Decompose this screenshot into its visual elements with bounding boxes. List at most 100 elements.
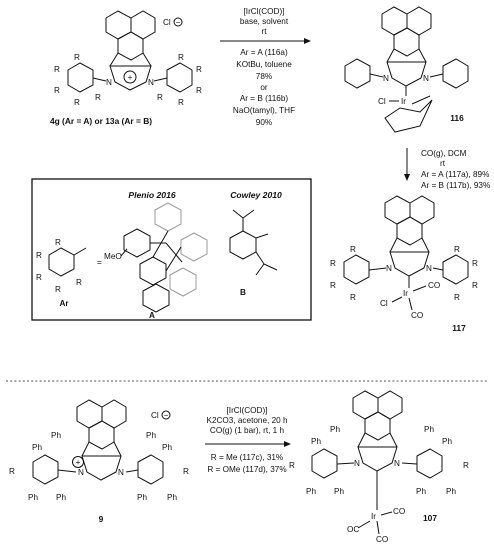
- svg-text:R = Me (117c), 31%: R = Me (117c), 31%: [211, 453, 283, 462]
- svg-text:Ph: Ph: [416, 487, 426, 496]
- svg-text:N: N: [148, 78, 154, 87]
- svg-text:Ph: Ph: [446, 487, 456, 496]
- svg-text:Ir: Ir: [401, 97, 406, 106]
- imidazolium-salt-9: + N N Ph Ph Ph Ph Ph Ph Ph Ph R R Cl − 9: [9, 399, 189, 524]
- svg-text:R: R: [330, 281, 336, 290]
- svg-text:N: N: [383, 74, 389, 83]
- svg-text:N: N: [394, 459, 400, 468]
- svg-text:Ph: Ph: [162, 443, 172, 452]
- iridium-complex-107: N N Ph Ph Ph Ph Ph Ph Ph Ph R R Ir CO CO…: [289, 390, 469, 544]
- svg-text:Ar = B (116b): Ar = B (116b): [240, 94, 289, 103]
- svg-text:R: R: [36, 273, 42, 282]
- svg-text:Ar = A (117a), 89%: Ar = A (117a), 89%: [421, 170, 489, 179]
- svg-text:rt: rt: [440, 159, 446, 168]
- svg-text:NaO(tamyl), THF: NaO(tamyl), THF: [233, 106, 295, 115]
- compound-label-4g: 4g (Ar = A) or 13a (Ar = B): [50, 116, 152, 126]
- compound-label-9: 9: [99, 514, 104, 524]
- svg-text:Ph: Ph: [424, 425, 434, 434]
- svg-text:rt: rt: [261, 27, 267, 36]
- svg-text:R: R: [183, 467, 189, 476]
- svg-text:Ph: Ph: [146, 431, 156, 440]
- svg-text:N: N: [386, 264, 392, 273]
- svg-text:Ph: Ph: [32, 443, 42, 452]
- svg-text:Plenio 2016: Plenio 2016: [128, 190, 176, 200]
- svg-text:Ph: Ph: [137, 493, 147, 502]
- imidazolium-salt-4g: + N N R R R R R R R R R R Cl − 4g (Ar = …: [50, 10, 202, 126]
- svg-text:N: N: [78, 468, 84, 477]
- svg-text:N: N: [423, 74, 429, 83]
- svg-text:R: R: [55, 285, 61, 294]
- svg-text:Ph: Ph: [306, 487, 316, 496]
- svg-text:R: R: [76, 278, 82, 287]
- svg-text:CO: CO: [428, 281, 440, 290]
- svg-text:A: A: [149, 311, 155, 320]
- svg-text:R: R: [74, 98, 80, 107]
- svg-text:Ph: Ph: [56, 493, 66, 502]
- svg-text:R: R: [289, 461, 295, 470]
- svg-text:R: R: [54, 65, 60, 74]
- svg-text:N: N: [106, 78, 112, 87]
- svg-text:Ar = A (116a): Ar = A (116a): [240, 48, 288, 57]
- step1-conditions: [IrCl(COD)] base, solvent rt Ar = A (116…: [220, 7, 311, 127]
- svg-text:R: R: [196, 86, 202, 95]
- svg-text:Cl: Cl: [378, 97, 386, 106]
- svg-text:[IrCl(COD)]: [IrCl(COD)]: [227, 406, 268, 415]
- svg-text:N: N: [118, 468, 124, 477]
- svg-text:R: R: [454, 245, 460, 254]
- svg-text:CO: CO: [376, 535, 388, 544]
- svg-text:R: R: [196, 65, 202, 74]
- step3-conditions: [IrCl(COD)] K2CO3, acetone, 20 h CO(g) (…: [205, 406, 291, 474]
- svg-text:or: or: [260, 83, 268, 92]
- svg-text:Cowley 2010: Cowley 2010: [230, 190, 282, 200]
- svg-text:R: R: [36, 251, 42, 260]
- svg-text:−: −: [176, 18, 181, 27]
- svg-text:[IrCl(COD)]: [IrCl(COD)]: [244, 7, 285, 16]
- svg-text:Ph: Ph: [167, 493, 177, 502]
- compound-label-116: 116: [450, 113, 464, 123]
- svg-text:R: R: [178, 53, 184, 62]
- svg-text:R: R: [463, 461, 469, 470]
- svg-text:Cl: Cl: [380, 299, 388, 308]
- svg-text:N: N: [426, 264, 432, 273]
- svg-text:R: R: [95, 93, 101, 102]
- svg-text:MeO: MeO: [104, 252, 122, 261]
- svg-text:−: −: [164, 411, 169, 420]
- svg-text:Ir: Ir: [403, 289, 408, 298]
- svg-text:90%: 90%: [256, 118, 272, 127]
- svg-text:Ph: Ph: [311, 437, 321, 446]
- svg-text:Ir: Ir: [371, 512, 376, 521]
- svg-text:R: R: [54, 86, 60, 95]
- svg-text:=: =: [97, 258, 102, 267]
- iridium-complex-117: N N R R R R R R R R Ir Cl CO CO 117: [330, 195, 478, 333]
- svg-text:CO(g), DCM: CO(g), DCM: [421, 149, 467, 158]
- svg-text:Ph: Ph: [442, 437, 452, 446]
- svg-text:R: R: [350, 293, 356, 302]
- compound-label-117: 117: [452, 323, 466, 333]
- svg-text:78%: 78%: [256, 72, 272, 81]
- svg-text:Ph: Ph: [330, 425, 340, 434]
- svg-text:R: R: [55, 238, 61, 247]
- svg-text:R: R: [350, 245, 356, 254]
- svg-text:R: R: [157, 93, 163, 102]
- svg-text:Cl: Cl: [163, 18, 171, 27]
- svg-text:R = OMe (117d), 37%: R = OMe (117d), 37%: [207, 465, 286, 474]
- svg-text:Ar = B (117b), 93%: Ar = B (117b), 93%: [421, 181, 490, 190]
- aryl-legend-box: R R R R R Ar = Plenio 2016 MeO A Cowley …: [31, 178, 312, 321]
- svg-text:R: R: [9, 467, 15, 476]
- svg-text:CO: CO: [393, 507, 405, 516]
- svg-text:N: N: [354, 459, 360, 468]
- svg-text:CO(g) (1 bar), rt, 1 h: CO(g) (1 bar), rt, 1 h: [210, 426, 285, 435]
- svg-text:Ar: Ar: [59, 299, 69, 308]
- svg-text:R: R: [74, 53, 80, 62]
- svg-text:R: R: [178, 98, 184, 107]
- svg-text:R: R: [472, 281, 478, 290]
- iridium-complex-116: N N Ir Cl 116: [344, 6, 469, 133]
- step2-conditions: CO(g), DCM rt Ar = A (117a), 89% Ar = B …: [404, 148, 490, 190]
- svg-text:R: R: [330, 259, 336, 268]
- svg-text:Cl: Cl: [151, 411, 159, 420]
- svg-text:R: R: [454, 293, 460, 302]
- svg-text:B: B: [240, 288, 246, 297]
- svg-text:CO: CO: [411, 311, 423, 320]
- svg-text:Ph: Ph: [51, 431, 61, 440]
- svg-text:OC: OC: [347, 525, 359, 534]
